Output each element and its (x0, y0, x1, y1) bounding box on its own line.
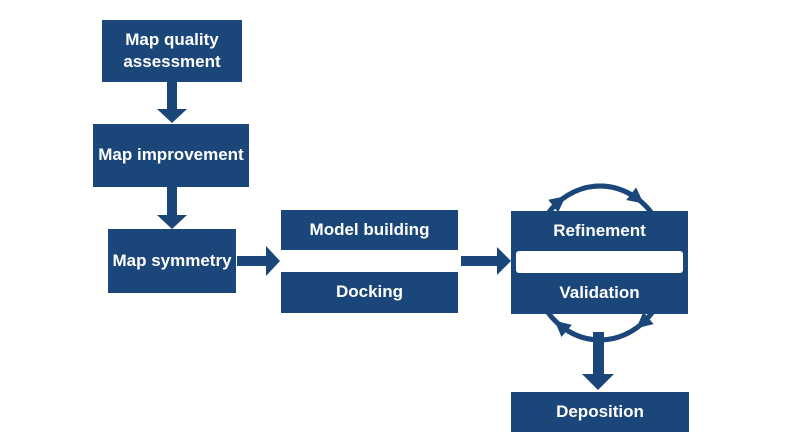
node-docking: Docking (281, 272, 458, 313)
arrow-shaft (237, 256, 266, 266)
node-map-improvement: Map improvement (93, 124, 249, 187)
node-deposition: Deposition (511, 392, 689, 432)
node-refinement-validation-cluster: Refinement Validation (511, 211, 688, 314)
node-refinement-label: Refinement (553, 220, 646, 240)
arrow-down-icon (582, 374, 614, 390)
arrow-shaft (461, 256, 497, 266)
node-map-symmetry-label: Map symmetry (112, 250, 232, 270)
cluster-divider-band (516, 251, 683, 273)
node-validation-label: Validation (559, 283, 640, 303)
node-map-quality-assessment: Map quality assessment (102, 20, 242, 82)
node-docking-label: Docking (335, 282, 404, 302)
arrow-shaft (167, 82, 177, 109)
node-map-quality-assessment-label: Map quality assessment (123, 29, 221, 71)
arrow-shaft (167, 187, 177, 215)
node-validation: Validation (511, 273, 688, 314)
arrow-right-icon (266, 246, 280, 276)
arrow-down-icon (157, 215, 187, 229)
arrow-shaft (593, 332, 604, 374)
node-model-building-label: Model building (309, 219, 430, 239)
node-refinement: Refinement (511, 211, 688, 251)
node-map-improvement-label: Map improvement (98, 145, 244, 165)
node-model-building: Model building (281, 210, 458, 250)
node-deposition-label: Deposition (556, 401, 644, 421)
arrow-right-icon (497, 247, 511, 275)
node-map-symmetry: Map symmetry (108, 229, 236, 293)
arrow-down-icon (157, 109, 187, 123)
